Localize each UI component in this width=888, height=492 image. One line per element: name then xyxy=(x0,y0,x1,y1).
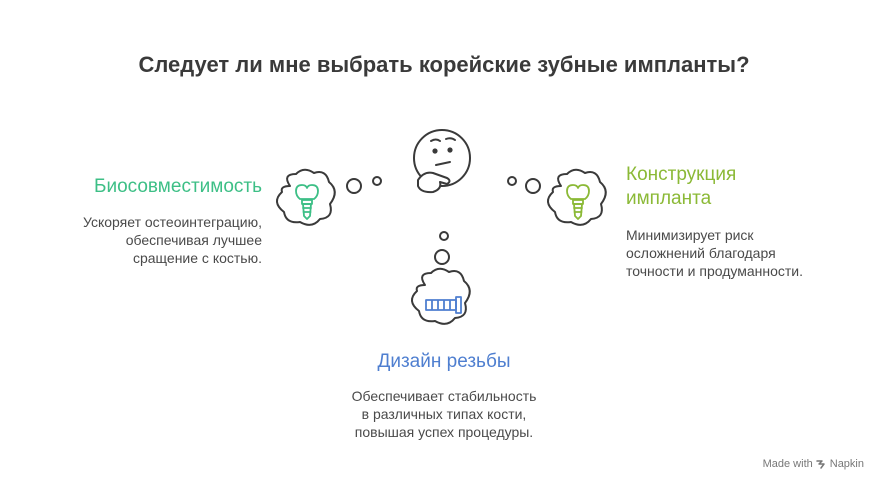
thought-dot xyxy=(507,176,517,186)
watermark-brand: Napkin xyxy=(829,458,864,470)
thread-screw-icon xyxy=(425,296,462,314)
construction-description: Минимизирует риск осложнений благодаря т… xyxy=(626,227,804,279)
page-title: Следует ли мне выбрать корейские зубные … xyxy=(138,52,750,77)
biocompat-description: Ускоряет остеоинтеграцию, обеспечивая лу… xyxy=(83,214,262,266)
watermark[interactable]: Made with Napkin xyxy=(763,458,864,470)
tooth-implant-icon xyxy=(566,184,590,220)
construction-heading: Конструкция импланта xyxy=(626,164,737,209)
tooth-implant-icon xyxy=(295,184,319,220)
thinking-face-icon xyxy=(413,129,471,194)
cloud-biocompat xyxy=(276,168,336,226)
biocompat-heading: Биосовместимость xyxy=(94,176,262,197)
thought-dot xyxy=(439,231,449,241)
thought-dot xyxy=(525,178,541,194)
watermark-made-with: Made with xyxy=(762,458,813,470)
thought-dot xyxy=(434,249,450,265)
thought-dot xyxy=(346,178,362,194)
cloud-construction xyxy=(547,168,607,226)
thread-heading: Дизайн резьбы xyxy=(377,351,511,372)
napkin-logo-icon xyxy=(816,459,825,469)
thought-dot xyxy=(372,176,382,186)
thread-description: Обеспечивает стабильность в различных ти… xyxy=(351,388,537,440)
